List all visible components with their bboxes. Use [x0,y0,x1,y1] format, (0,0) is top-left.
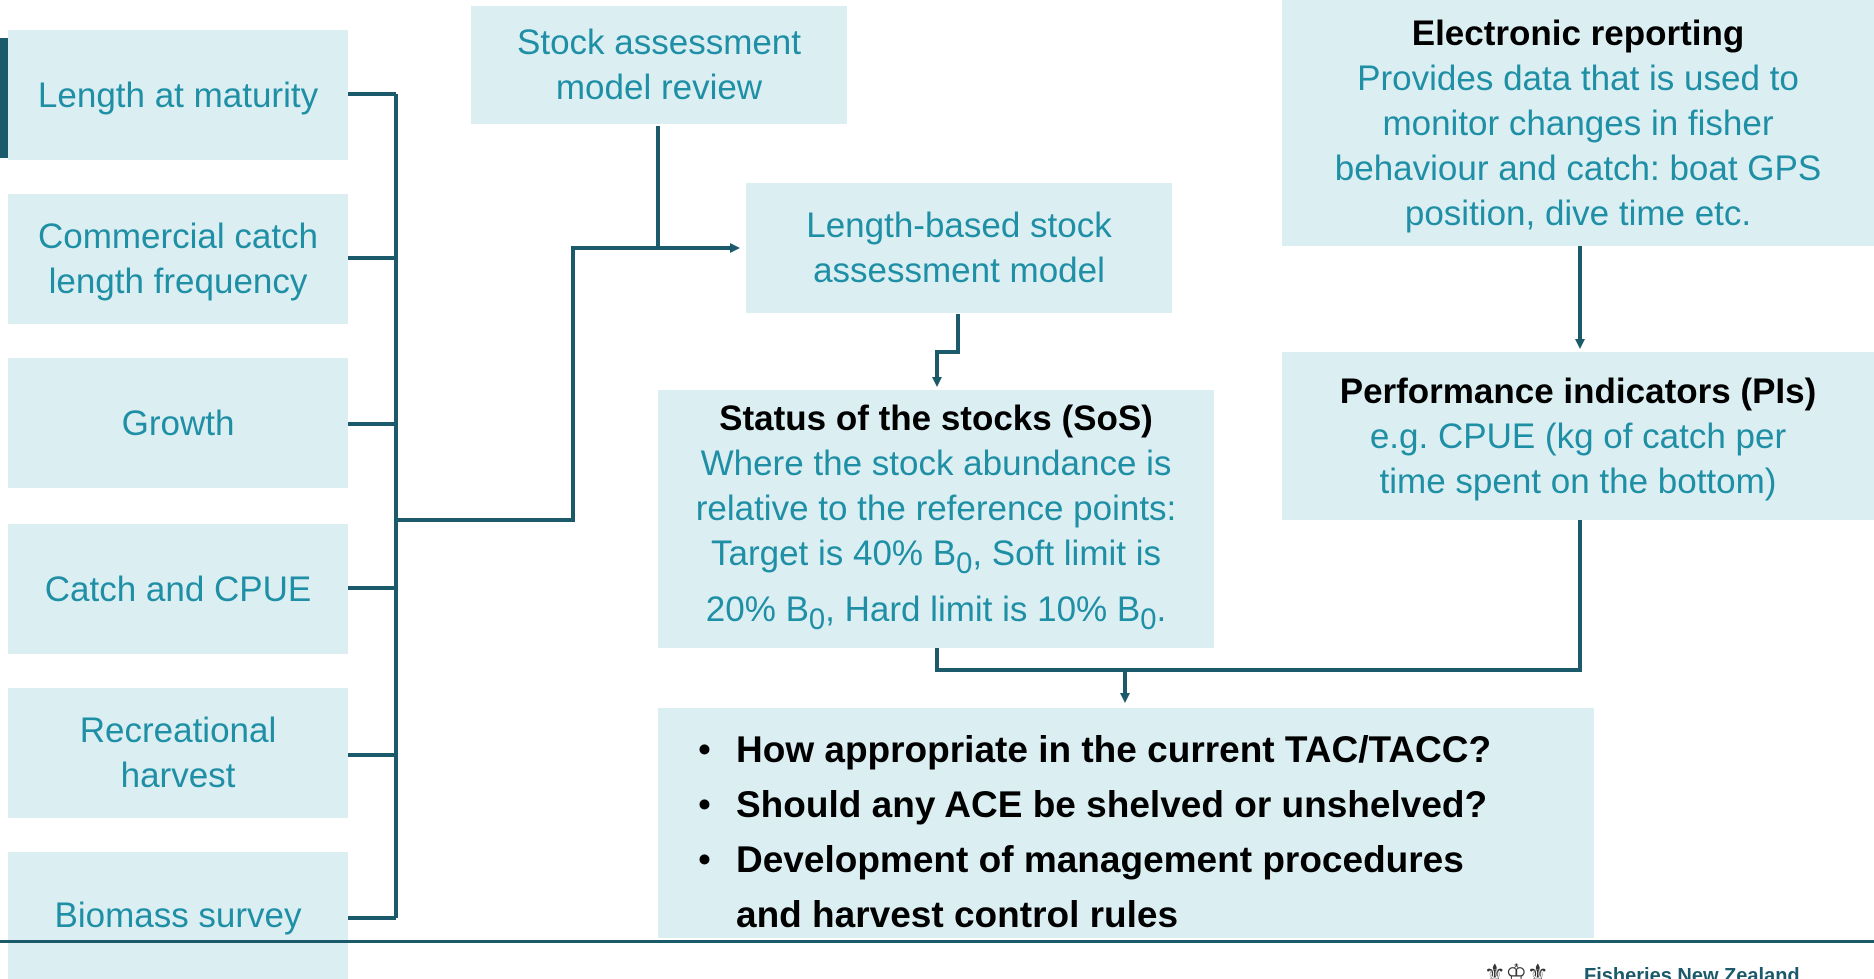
input-box-length-at-maturity: Length at maturity [8,30,348,160]
sos-line-4: 20% B0, Hard limit is 10% B0. [705,589,1167,636]
input-box-catch-cpue: Catch and CPUE [8,524,348,654]
performance-indicators-body: e.g. CPUE (kg of catch per time spent on… [1369,416,1787,501]
model-to-sos-connector [932,314,960,387]
inputs-to-model-connector [396,243,740,522]
list-item: •Development of management procedures an… [698,839,1464,935]
nz-coat-of-arms-icon: ⚜♔⚜ [1484,959,1549,979]
electronic-reporting-body: Provides data that is used to monitor ch… [1334,58,1822,233]
sos-line-1: Where the stock abundance is [700,443,1172,483]
sos-box: Status of the stocks (SoS) Where the sto… [658,390,1214,648]
input-label: Length at maturity [37,75,319,115]
sos-line-3: Target is 40% B0, Soft limit is [711,533,1161,580]
input-label: Commercial catch length frequency [37,217,319,301]
input-box-commercial-catch: Commercial catch length frequency [8,194,348,324]
list-item: •Should any ACE be shelved or unshelved? [698,784,1488,825]
input-label: Catch and CPUE [44,569,312,609]
length-model-box: Length-based stock assessment model [746,183,1172,313]
left-accent-bar [0,38,10,158]
footer-logo-text: Fisheries New Zealand [1584,965,1800,979]
model-review-box: Stock assessment model review [471,6,847,124]
input-box-biomass-survey: Biomass survey [8,852,348,979]
input-label: Recreational harvest [79,711,277,795]
sos-to-questions-connector [935,520,1582,672]
input-label: Growth [121,403,235,443]
sos-line-2: relative to the reference points: [695,488,1177,528]
bottom-rule [0,940,1874,943]
performance-indicators-title: Performance indicators (PIs) [1339,371,1817,411]
length-model-label: Length-based stock assessment model [806,206,1112,290]
management-questions-box: •How appropriate in the current TAC/TACC… [658,708,1594,938]
model-review-label: Stock assessment model review [517,23,801,107]
footer-logo: ⚜♔⚜ Fisheries New Zealand [1484,957,1874,979]
electronic-reporting-title: Electronic reporting [1411,13,1745,53]
electronic-reporting-box: Electronic reporting Provides data that … [1282,0,1874,246]
sos-title: Status of the stocks (SoS) [719,398,1153,438]
performance-indicators-box: Performance indicators (PIs) e.g. CPUE (… [1282,352,1874,520]
input-box-recreational-harvest: Recreational harvest [8,688,348,818]
list-item: •How appropriate in the current TAC/TACC… [698,729,1492,770]
input-box-growth: Growth [8,358,348,488]
input-label: Biomass survey [54,896,302,935]
